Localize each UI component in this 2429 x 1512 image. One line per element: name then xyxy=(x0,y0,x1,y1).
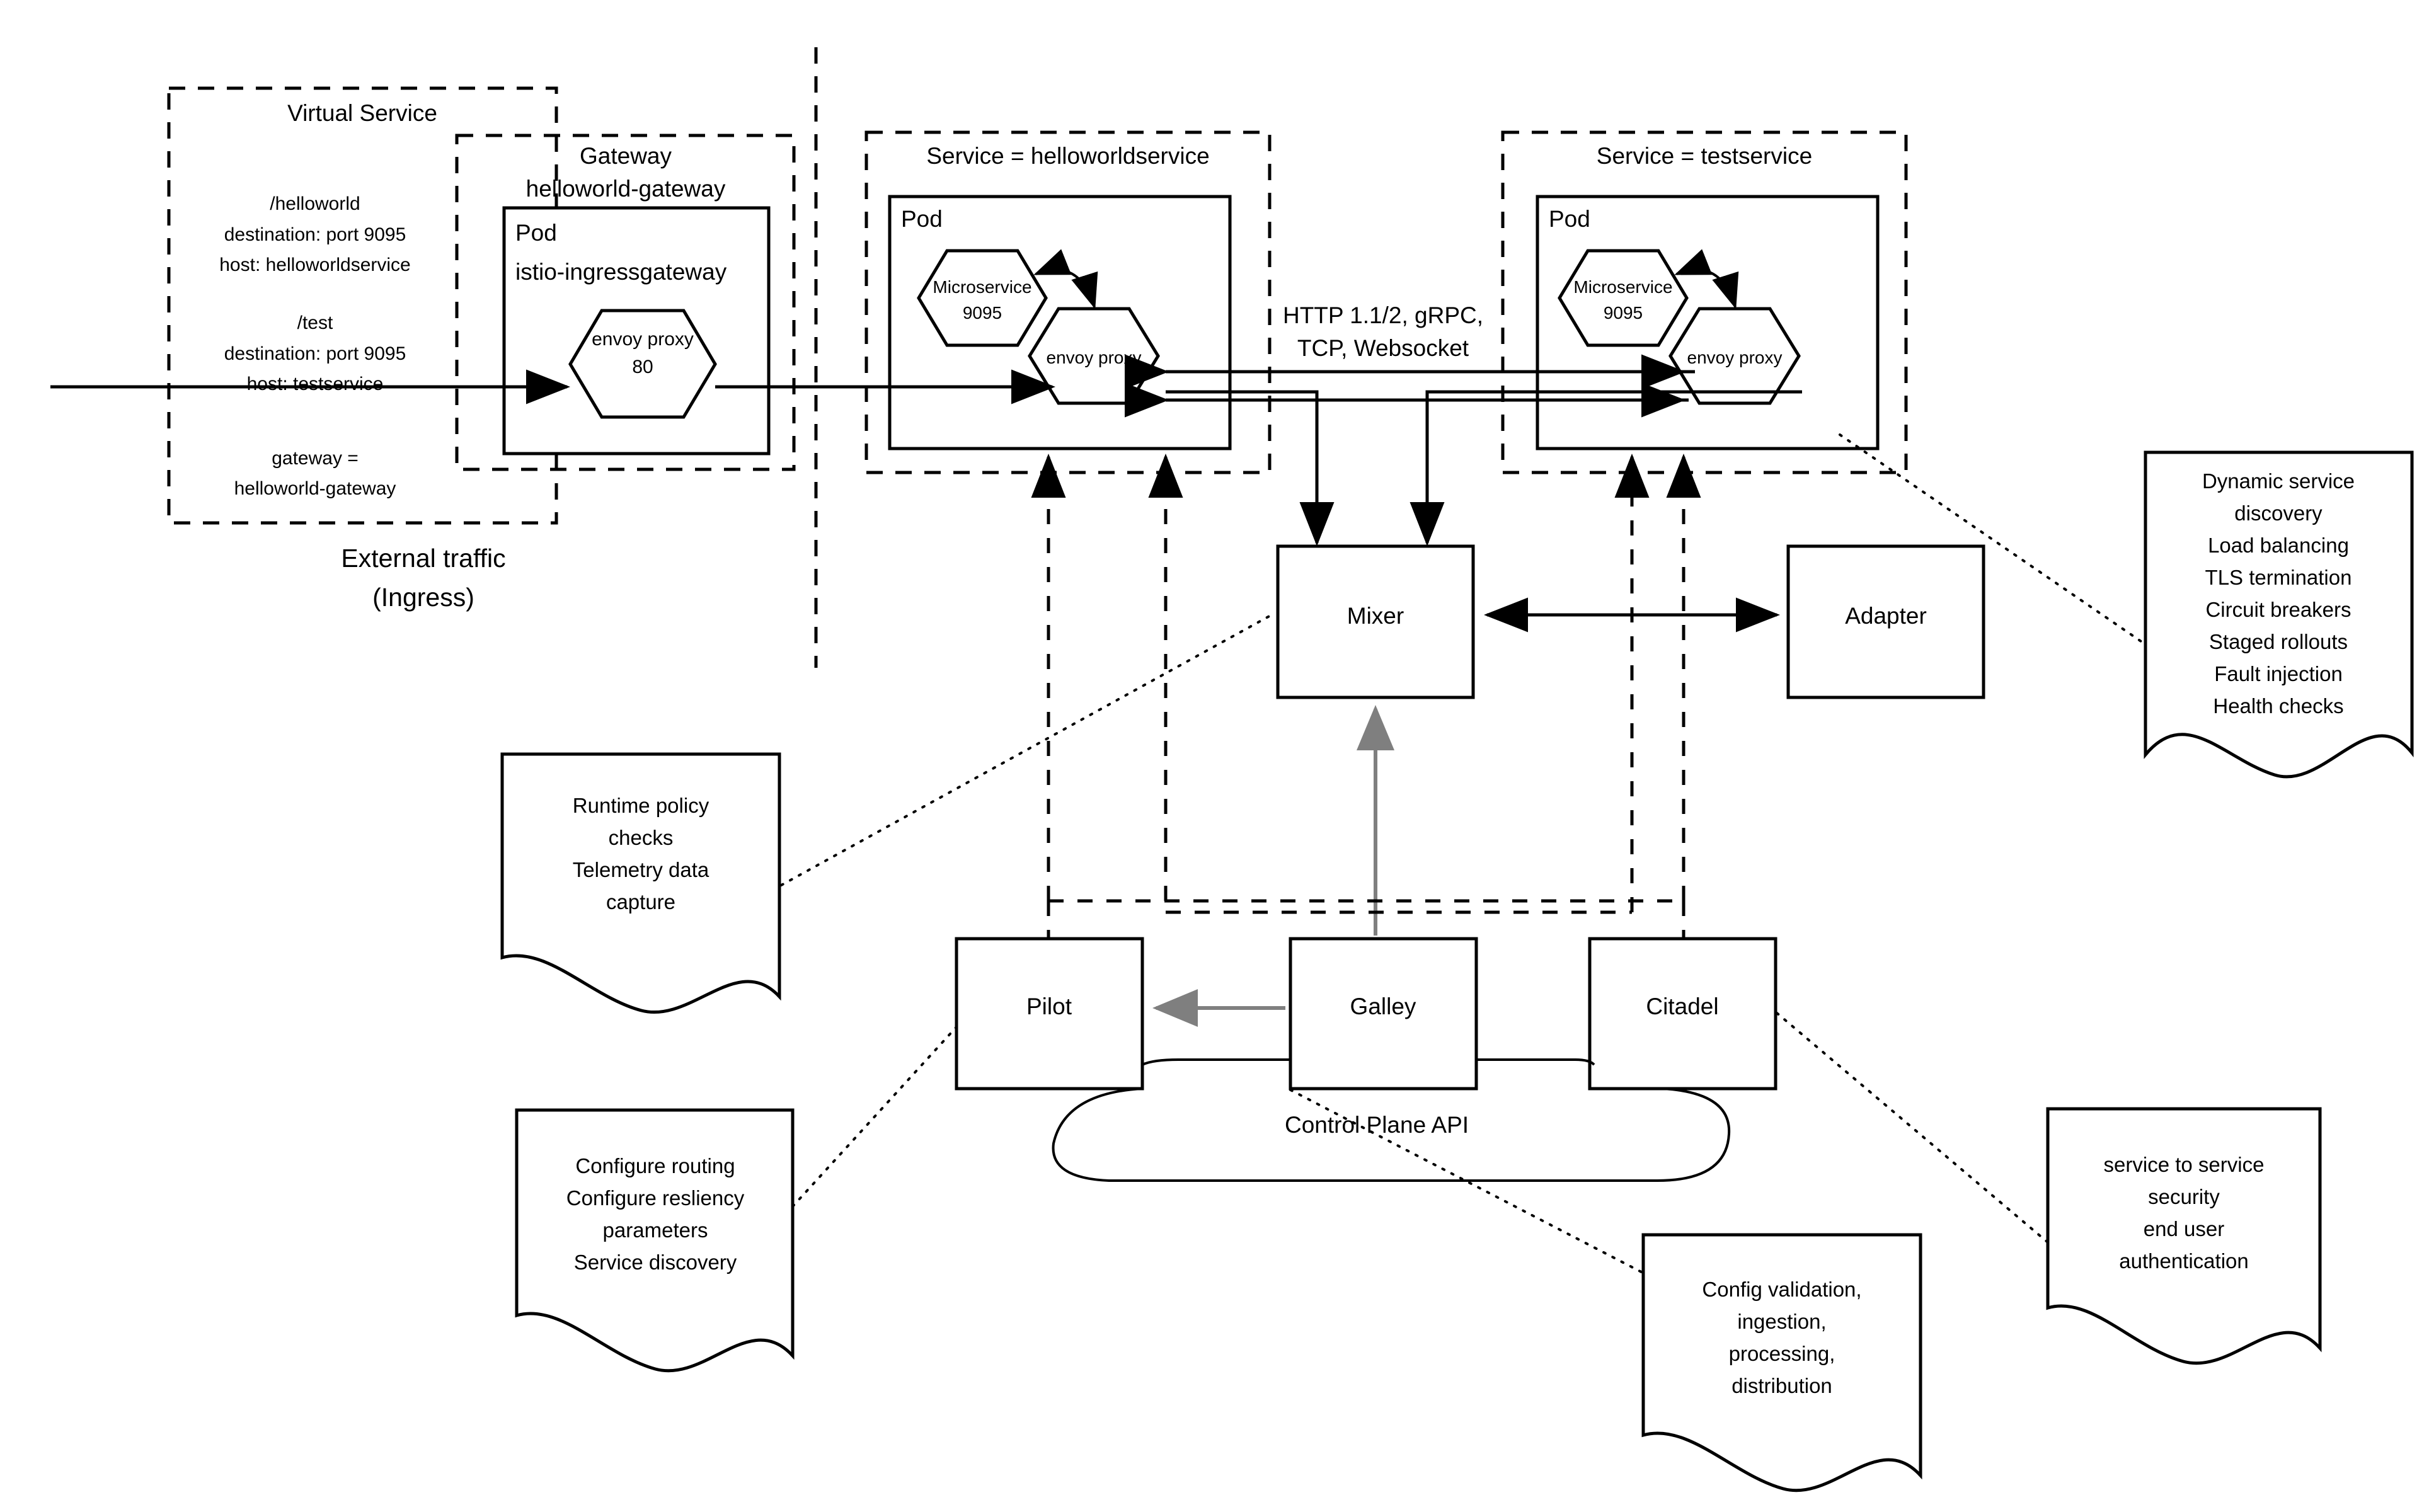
callout-citadel-features xyxy=(2046,1107,2322,1365)
callout-pilot-line-0: Configure routing xyxy=(575,1154,735,1177)
callout-envoy-line-3: TLS termination xyxy=(2205,566,2352,589)
gateway-title-line2: helloworld-gateway xyxy=(526,176,726,202)
callout-galley-line-0: Config validation, xyxy=(1702,1278,1861,1301)
callout-envoy-line-6: Fault injection xyxy=(2214,662,2343,685)
vs-route2-host: host: testservice xyxy=(247,374,384,394)
callout-envoy-line-2: Load balancing xyxy=(2208,534,2349,557)
gateway-pod-label: Pod xyxy=(515,220,557,246)
virtual-service-container xyxy=(167,86,558,525)
service-testservice-title: Service = testservice xyxy=(1597,143,1812,169)
pilot-config-dashed-lines xyxy=(1031,454,1183,901)
callout-mixer-line-0: Runtime policy xyxy=(573,794,709,817)
mixer-box[interactable] xyxy=(1276,544,1475,699)
vs-route1-host: host: helloworldservice xyxy=(219,255,410,275)
callout-galley-features xyxy=(1641,1233,1922,1492)
external-traffic-label-line1: External traffic xyxy=(341,544,505,573)
callout-envoy-features xyxy=(2144,450,2414,779)
vs-route2-destination: destination: port 9095 xyxy=(224,343,406,364)
callout-citadel-line-3: authentication xyxy=(2119,1249,2249,1273)
vs-route1-destination: destination: port 9095 xyxy=(224,224,406,245)
callout-envoy-line-4: Circuit breakers xyxy=(2205,598,2351,621)
service-helloworldservice-internal-arrow xyxy=(1033,249,1098,309)
callout-mixer-line-1: checks xyxy=(609,826,674,849)
callout-galley-line-3: distribution xyxy=(1731,1374,1832,1397)
external-traffic-label-line2: (Ingress) xyxy=(372,583,474,612)
control-plane-box-stubs xyxy=(1047,901,1685,939)
gateway-pod-name: istio-ingressgateway xyxy=(515,259,727,285)
gateway-envoy-label-line1: envoy proxy xyxy=(592,329,694,350)
service-helloworldservice-title: Service = helloworldservice xyxy=(926,143,1209,169)
gateway-envoy-hexagon xyxy=(568,309,717,419)
service-testservice-microservice-line2: 9095 xyxy=(1604,303,1643,323)
vs-gateway-line1: gateway = xyxy=(272,448,359,469)
vs-route2-path: /test xyxy=(297,312,333,333)
service-helloworldservice-envoy-label: envoy proxy xyxy=(1047,348,1142,367)
callout-pilot-line-3: Service discovery xyxy=(574,1251,737,1274)
callout-citadel-line-0: service to service xyxy=(2104,1153,2265,1176)
envoy-features-leader-line xyxy=(1839,433,2162,656)
callout-mixer-line-3: capture xyxy=(606,890,675,914)
callout-envoy-line-0: Dynamic service xyxy=(2202,469,2355,493)
callout-citadel-line-2: end user xyxy=(2144,1217,2224,1240)
callout-galley-line-2: processing, xyxy=(1729,1342,1835,1365)
galley-label: Galley xyxy=(1350,994,1416,1019)
service-helloworldservice-pod-label: Pod xyxy=(901,206,943,232)
protocol-label-line1: HTTP 1.1/2, gRPC, xyxy=(1283,302,1483,328)
callout-pilot-features xyxy=(515,1108,795,1373)
callout-citadel-line-1: security xyxy=(2148,1185,2220,1208)
mixer-features-leader-line xyxy=(780,613,1274,886)
callout-galley-line-1: ingestion, xyxy=(1737,1310,1826,1333)
galley-box[interactable] xyxy=(1289,937,1478,1091)
gateway-container xyxy=(455,134,796,471)
pilot-label: Pilot xyxy=(1026,994,1072,1019)
service-helloworldservice-container xyxy=(864,130,1272,474)
service-testservice-microservice-line1: Microservice xyxy=(1573,277,1672,297)
pilot-features-leader-line xyxy=(791,1026,958,1208)
adapter-label: Adapter xyxy=(1845,603,1927,629)
callout-pilot-line-2: parameters xyxy=(603,1218,708,1242)
vs-gateway-line2: helloworld-gateway xyxy=(234,478,396,499)
service-testservice-envoy-label: envoy proxy xyxy=(1687,348,1783,367)
control-plane-api-label: Control Plane API xyxy=(1285,1112,1469,1138)
citadel-features-leader-line xyxy=(1776,1012,2049,1244)
virtual-service-title: Virtual Service xyxy=(287,100,437,126)
callout-envoy-line-5: Staged rollouts xyxy=(2209,630,2348,653)
callout-envoy-line-7: Health checks xyxy=(2213,694,2343,718)
callout-pilot-line-1: Configure resliency xyxy=(566,1186,745,1210)
mixer-label: Mixer xyxy=(1347,603,1404,629)
protocol-label-line2: TCP, Websocket xyxy=(1297,335,1469,361)
service-testservice-pod-label: Pod xyxy=(1549,206,1590,232)
adapter-box[interactable] xyxy=(1786,544,1985,699)
service-helloworldservice-microservice-line2: 9095 xyxy=(963,303,1002,323)
testservice-envoy-to-mixer xyxy=(1410,390,1802,546)
service-testservice-internal-arrow xyxy=(1674,249,1739,309)
control-plane-api-connector xyxy=(1052,1058,1731,1182)
service-testservice-container xyxy=(1501,130,1908,474)
control-plane-dashed-bus xyxy=(1048,454,1701,914)
service-helloworldservice-microservice-hexagon xyxy=(917,249,1048,347)
helloworld-envoy-to-mixer xyxy=(1166,390,1335,546)
vs-route1-path: /helloworld xyxy=(270,193,360,214)
citadel-box[interactable] xyxy=(1588,937,1777,1091)
pilot-box[interactable] xyxy=(955,937,1144,1091)
service-testservice-microservice-hexagon xyxy=(1558,249,1689,347)
callout-mixer-features xyxy=(500,752,781,1014)
gateway-title-line1: Gateway xyxy=(580,143,672,169)
service-helloworldservice-microservice-line1: Microservice xyxy=(933,277,1031,297)
citadel-label: Citadel xyxy=(1646,994,1718,1019)
callout-envoy-line-1: discovery xyxy=(2234,501,2323,525)
callout-mixer-line-2: Telemetry data xyxy=(573,858,709,881)
gateway-envoy-label-line2: 80 xyxy=(632,357,653,377)
